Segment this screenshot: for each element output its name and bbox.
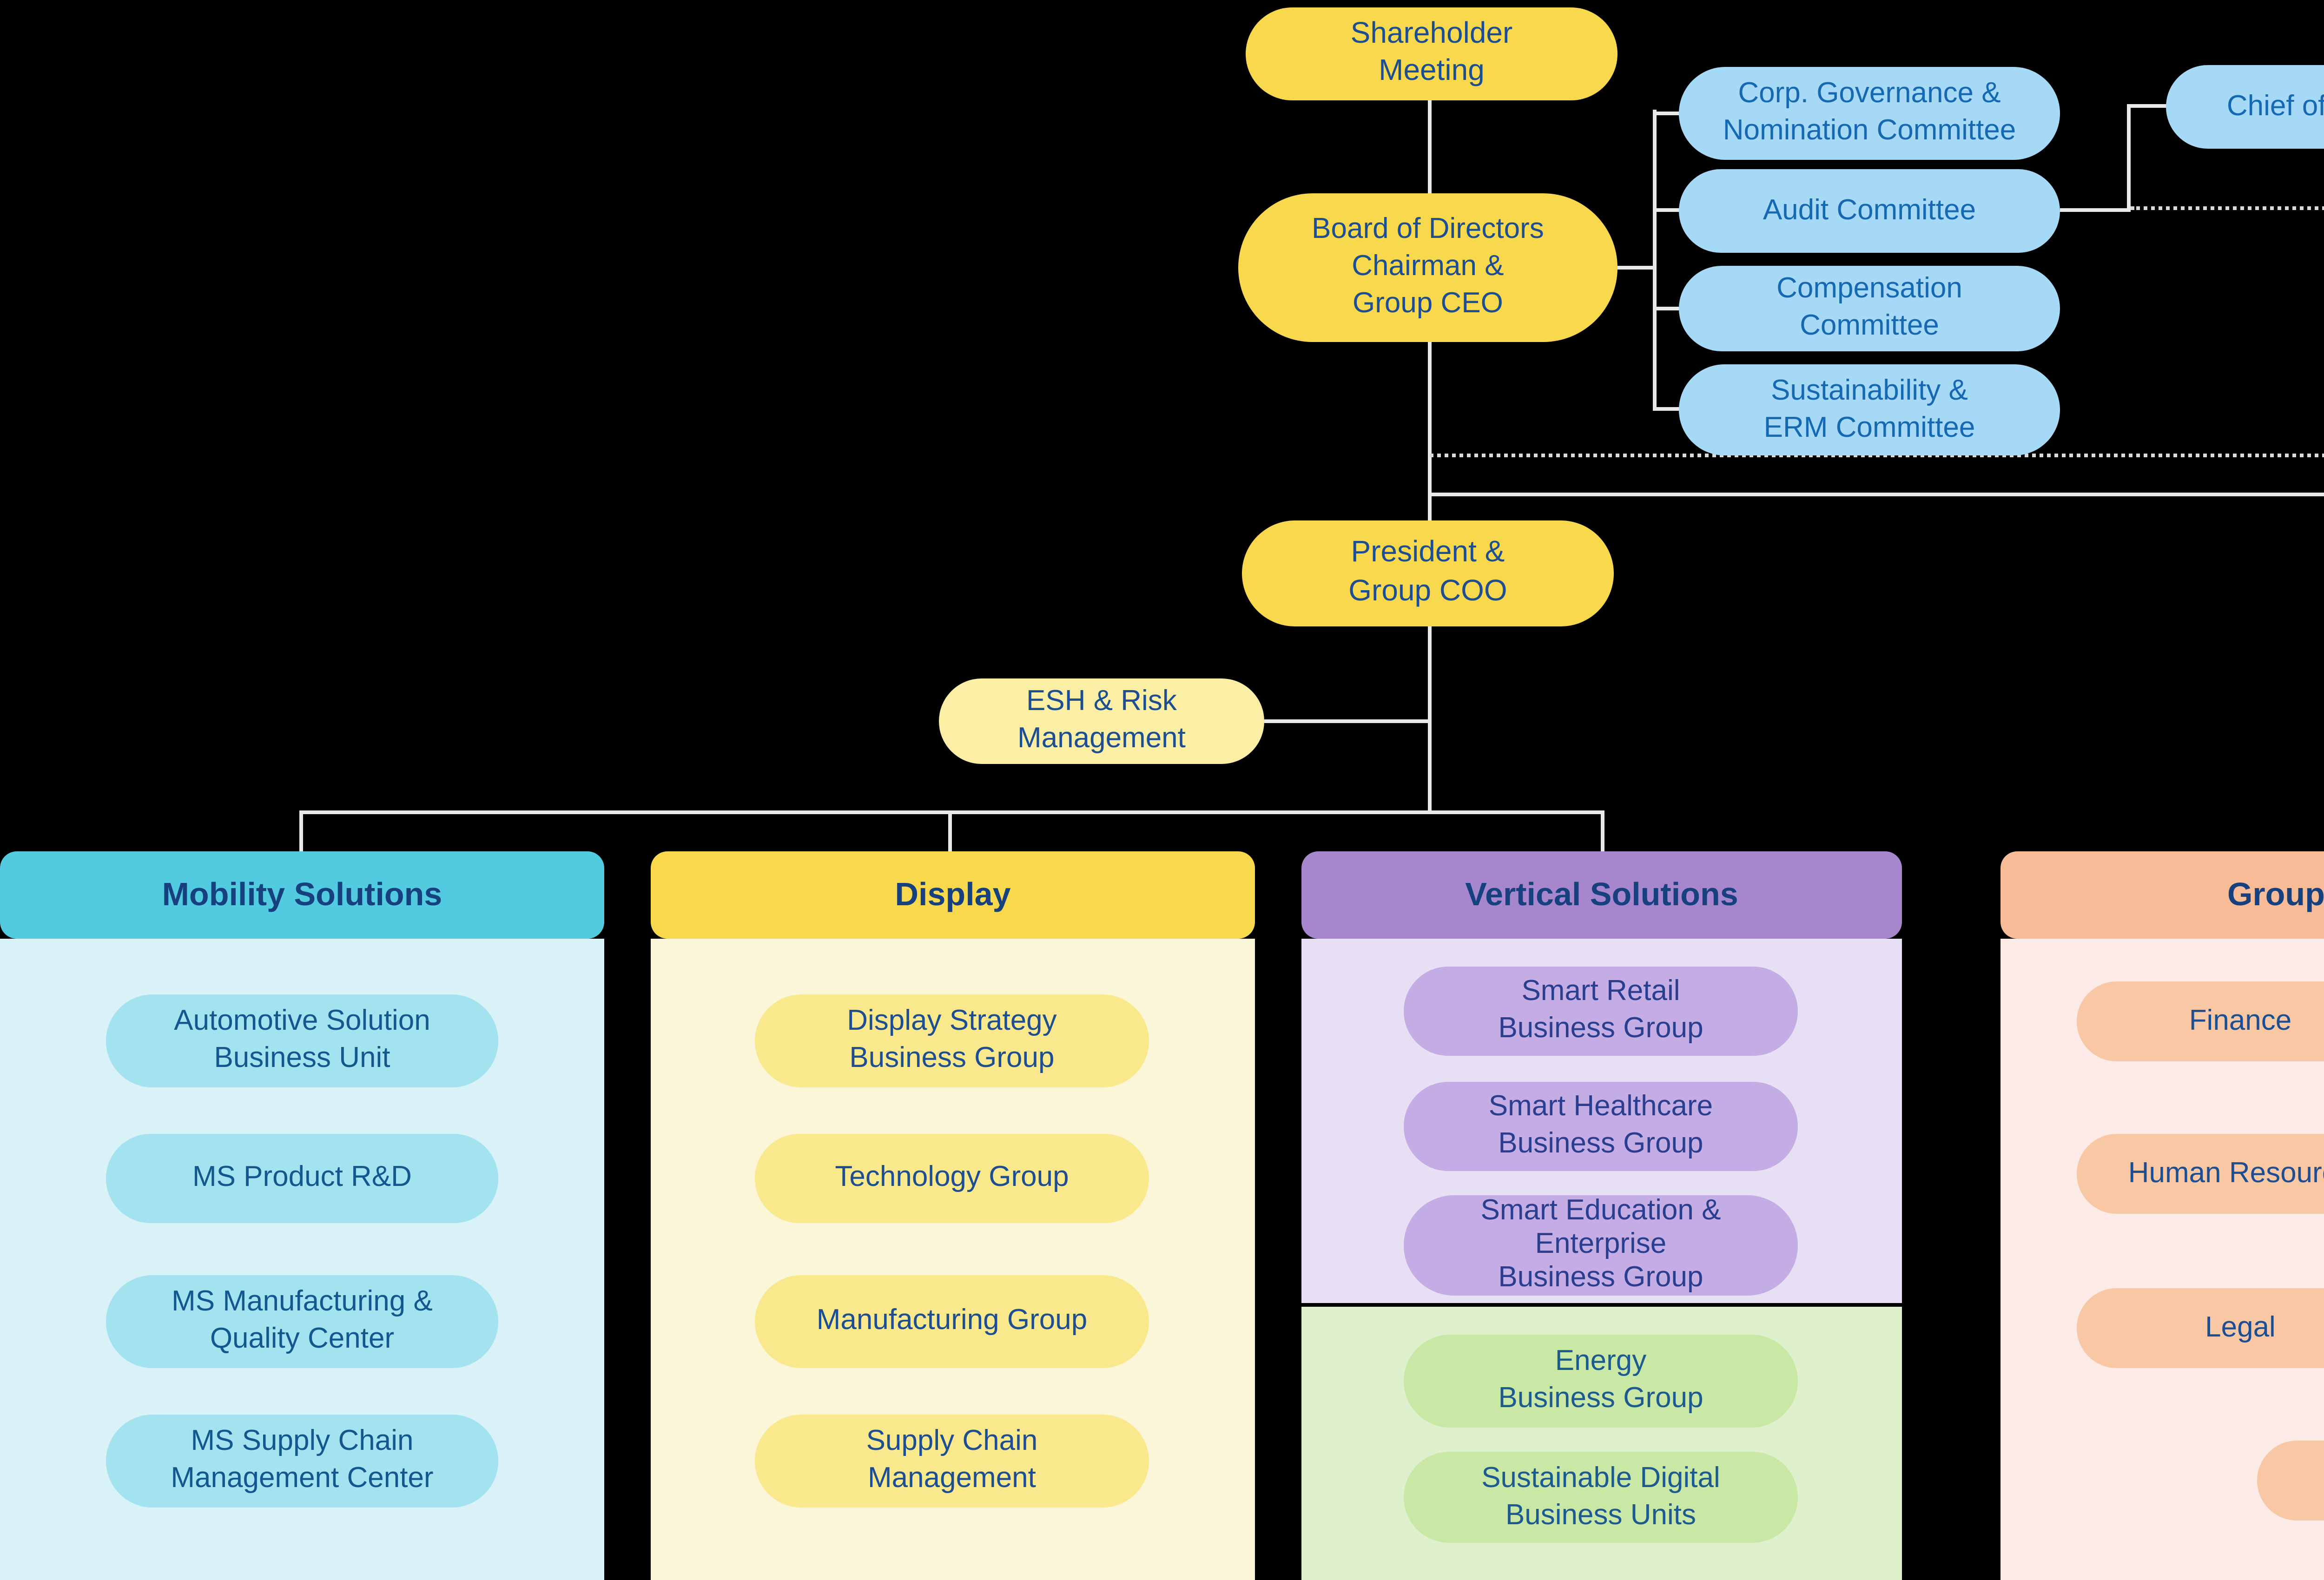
node-supply-chain-management: Supply Chain Management: [755, 1415, 1149, 1508]
node-sustainability-erm-committee: Sustainability & ERM Committee: [1679, 364, 2060, 455]
display-header: Display: [651, 851, 1255, 939]
node-smart-education-enterprise-business-group: Smart Education & Enterprise Business Gr…: [1404, 1195, 1798, 1296]
node-technology-group: Technology Group: [755, 1134, 1149, 1223]
node-president-group-coo: President & Group COO: [1242, 520, 1614, 626]
node-finance: Finance: [2077, 981, 2324, 1061]
connector-stub-audit: [1653, 208, 1683, 212]
node-smart-healthcare-business-group: Smart Healthcare Business Group: [1404, 1082, 1798, 1171]
dotted-audit-right: [2131, 206, 2324, 210]
connector-drop-vertical: [1601, 810, 1604, 851]
connector-bus-horizontal: [299, 810, 1604, 814]
connector-audit-chief-h2: [2127, 104, 2170, 108]
connector-board-president: [1428, 342, 1432, 522]
connector-president-bus-v: [1428, 626, 1432, 814]
connector-board-bracket: [1618, 266, 1655, 270]
node-compensation-committee: Compensation Committee: [1679, 266, 2060, 351]
node-corp-governance-committee: Corp. Governance & Nomination Committee: [1679, 67, 2060, 160]
node-chief-of-compliance: Chief of Compliance: [2166, 65, 2324, 149]
dotted-chief-to-president: [1430, 454, 2324, 457]
node-automotive-solution-business-unit: Automotive Solution Business Unit: [106, 994, 498, 1087]
group-infrastructure-header: Group Infrastructure Unit: [2000, 851, 2324, 939]
node-display-strategy-business-group: Display Strategy Business Group: [755, 994, 1149, 1087]
connector-drop-mobility: [299, 810, 303, 851]
node-smart-retail-business-group: Smart Retail Business Group: [1404, 967, 1798, 1056]
connector-audit-chief-h1: [2060, 208, 2131, 212]
node-ms-manufacturing-quality-center: MS Manufacturing & Quality Center: [106, 1275, 498, 1368]
node-board-of-directors: Board of Directors Chairman & Group CEO: [1238, 193, 1618, 342]
connector-audit-chief-v: [2127, 104, 2131, 212]
connector-bracket-vertical: [1653, 110, 1657, 411]
node-manufacturing-group: Manufacturing Group: [755, 1275, 1149, 1368]
connector-stub-corpgov: [1653, 112, 1683, 115]
connector-president-giu-h: [1428, 493, 2324, 496]
node-human-resource: Human Resource: [2077, 1134, 2324, 1214]
vertical-solutions-header: Vertical Solutions: [1301, 851, 1902, 939]
connector-drop-display: [948, 810, 952, 851]
connector-shareholder-board: [1428, 100, 1432, 195]
node-shareholder-meeting: Shareholder Meeting: [1246, 7, 1618, 100]
mobility-solutions-header: Mobility Solutions: [0, 851, 604, 939]
node-energy-business-group: Energy Business Group: [1404, 1335, 1798, 1428]
node-legal: Legal: [2077, 1288, 2324, 1368]
connector-stub-sustainability: [1653, 407, 1683, 411]
connector-esh-president: [1264, 719, 1428, 723]
node-auditing: Auditing: [2257, 1441, 2324, 1521]
node-sustainable-digital-business-units: Sustainable Digital Business Units: [1404, 1452, 1798, 1543]
node-ms-product-rd: MS Product R&D: [106, 1134, 498, 1223]
node-ms-supply-chain-management-center: MS Supply Chain Management Center: [106, 1415, 498, 1508]
connector-stub-compensation: [1653, 307, 1683, 310]
node-esh-risk-management: ESH & Risk Management: [939, 678, 1264, 764]
node-audit-committee: Audit Committee: [1679, 169, 2060, 253]
